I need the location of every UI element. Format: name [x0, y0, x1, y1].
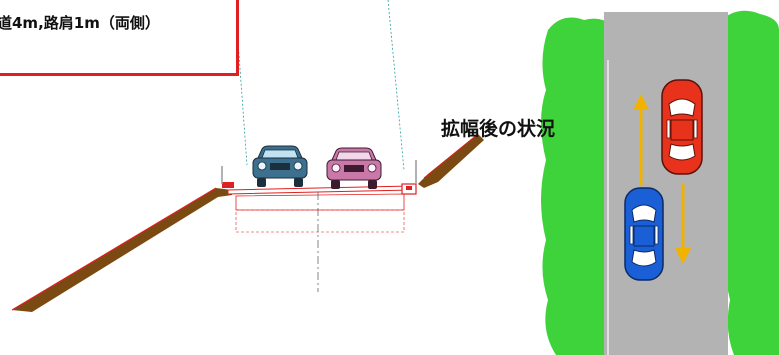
car-front-icon — [252, 145, 308, 187]
guide-line-left — [234, 0, 248, 166]
car-top-icon — [661, 79, 703, 175]
left-embankment-slope — [12, 188, 232, 312]
after-widening-label: 拡幅後の状況 — [441, 118, 556, 140]
direction-arrow-icon — [675, 184, 691, 264]
road-plan — [604, 12, 728, 355]
grass-right — [722, 10, 779, 355]
car-front-icon — [326, 147, 382, 189]
guide-line-right — [387, 0, 405, 171]
left-slope-redline — [11, 187, 217, 311]
right-embankment-slope — [418, 134, 484, 188]
left-shoulder-block — [222, 182, 234, 188]
car-top-icon — [624, 187, 664, 281]
grass-left — [541, 17, 612, 355]
right-slope-redline — [423, 133, 479, 179]
direction-arrow-icon — [633, 94, 649, 186]
right-gutter-inner — [406, 186, 412, 190]
spec-box: 道4m,路肩1m（両側） — [0, 0, 239, 76]
spec-label: 道4m,路肩1m（両側） — [0, 14, 160, 32]
